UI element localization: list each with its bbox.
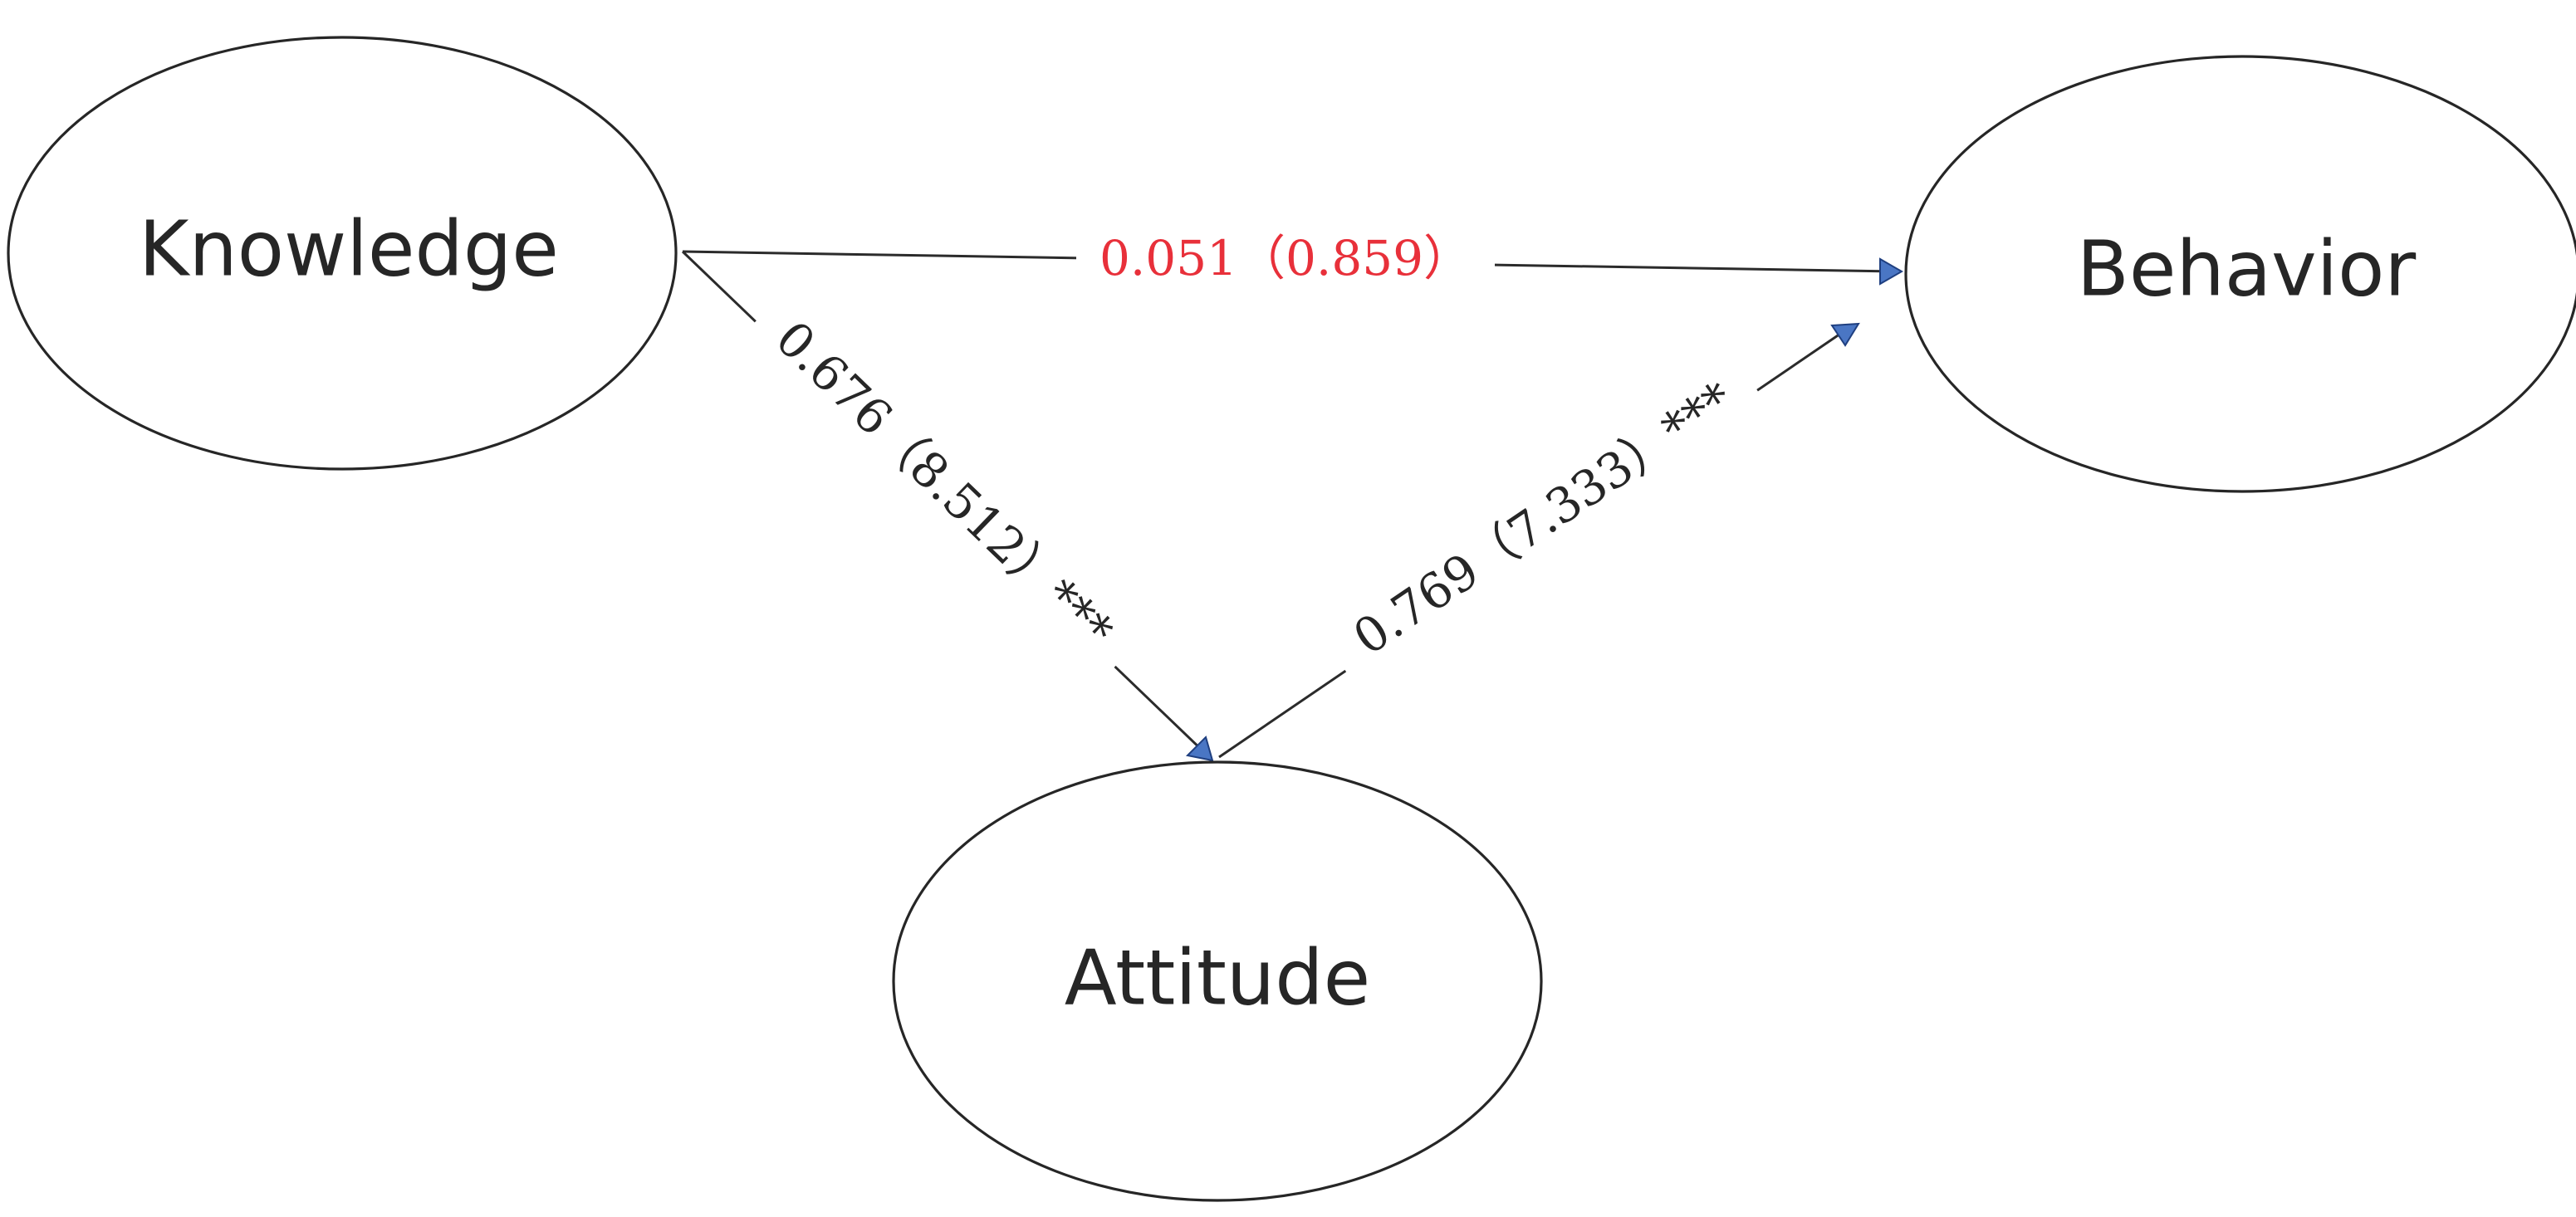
label-attitude-behavior-group: 0.769（7.333）*** (1320, 354, 1769, 687)
label-knowledge-attitude-group: 0.676（8.512）*** (741, 291, 1144, 682)
label-attitude-behavior: 0.769（7.333）*** (1344, 371, 1744, 667)
node-attitude-label: Attitude (1065, 933, 1370, 1022)
node-attitude: Attitude (892, 760, 1543, 1202)
label-knowledge-attitude: 0.676（8.512）*** (765, 310, 1124, 660)
arrowhead-behavior-from-attitude (1830, 322, 1860, 347)
label-knowledge-behavior: 0.051（0.859） (1099, 230, 1472, 286)
label-knowledge-behavior-group: 0.051（0.859） (1076, 230, 1495, 289)
arrowhead-attitude-from-knowledge (1185, 736, 1214, 762)
node-behavior: Behavior (1904, 55, 2576, 493)
node-knowledge-label: Knowledge (139, 204, 559, 293)
arrowhead-behavior-from-knowledge (1879, 257, 1904, 286)
node-knowledge: Knowledge (7, 36, 678, 471)
node-behavior-label: Behavior (2077, 224, 2417, 313)
